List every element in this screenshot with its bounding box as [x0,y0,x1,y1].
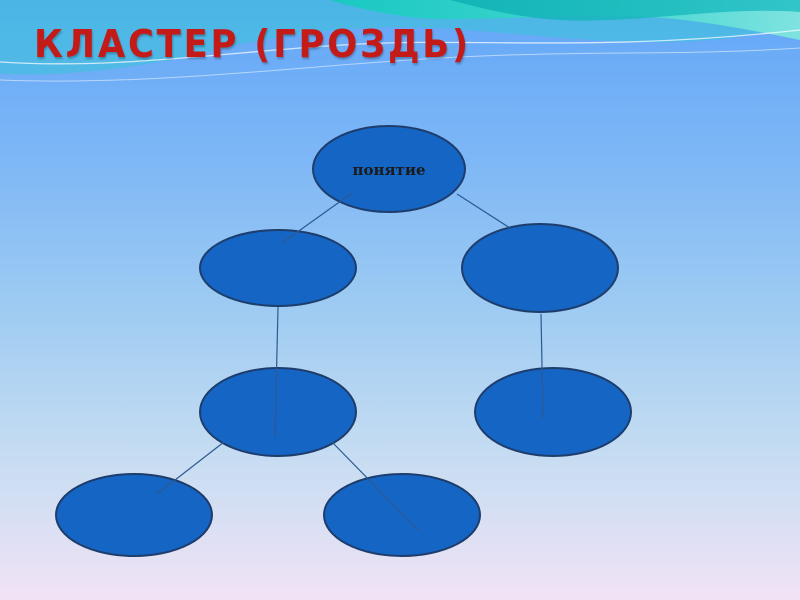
node-shape [461,223,619,313]
node-level3-right [323,473,481,557]
link-level1-left-to-level2-left [274,306,279,438]
slide-title: Кластер (гроздь) [34,22,471,66]
link-level1-right-to-level2-right [540,313,544,419]
node-shape [312,125,466,213]
node-level2-right [474,367,632,457]
node-level1-right [461,223,619,313]
node-level2-left [199,367,357,457]
link-root-to-level1-right [456,193,511,229]
node-shape [199,367,357,457]
nodes-layer: понятие [55,125,632,557]
node-root: понятие [312,125,466,213]
header-wave-decoration [0,0,800,82]
node-shape [474,367,632,457]
node-level1-left [199,229,357,307]
node-label: понятие [352,161,425,179]
link-level2-left-to-level3-left [156,441,225,495]
node-level3-left [55,473,213,557]
link-level2-left-to-level3-right [331,441,419,531]
node-shape [323,473,481,557]
node-shape [55,473,213,557]
link-root-to-level1-left [281,192,353,244]
node-shape [199,229,357,307]
